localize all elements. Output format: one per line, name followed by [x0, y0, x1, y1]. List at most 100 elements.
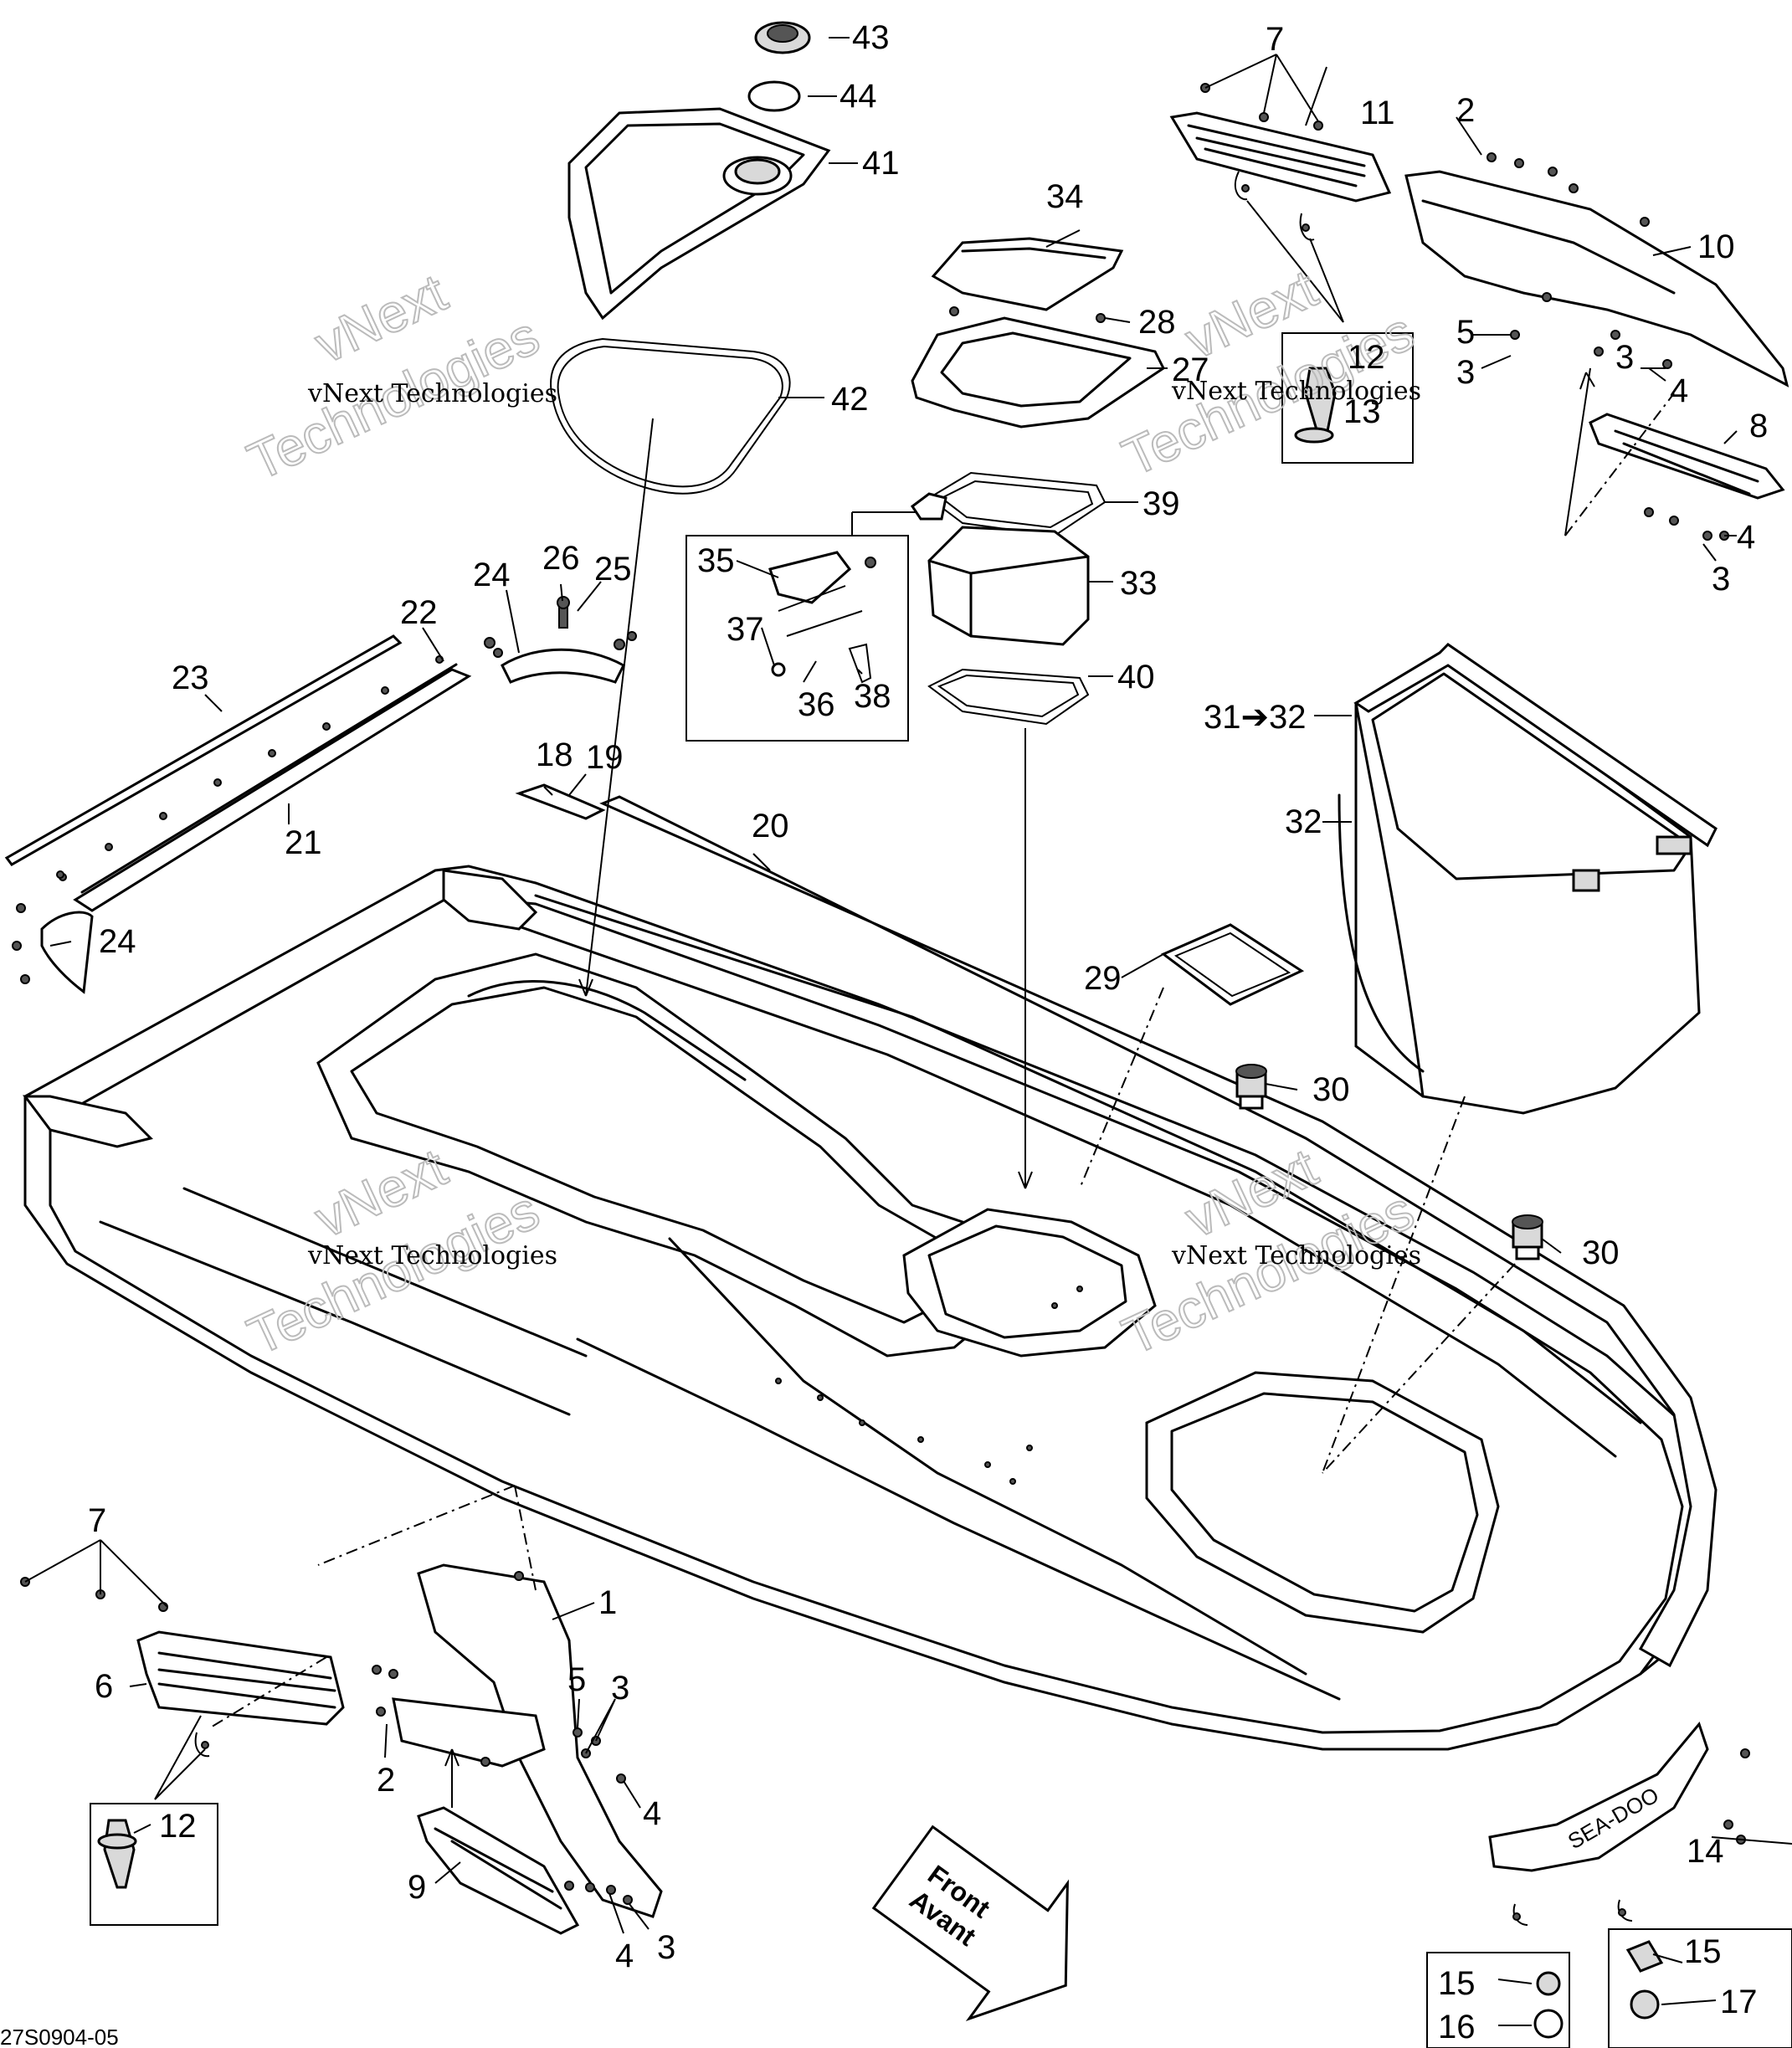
side-rail-21: [73, 663, 472, 912]
latch-35-group: [685, 492, 947, 742]
callout-24-side: 24: [99, 923, 136, 960]
callout-34: 34: [1046, 178, 1084, 215]
gasket-42: [550, 337, 791, 495]
bumper-24-top: [484, 596, 637, 684]
assembly-lines: [24, 37, 1792, 2026]
callout-6: 6: [95, 1668, 113, 1705]
clip-12-box-top: [1234, 171, 1414, 464]
callout-12-top: 12: [1348, 339, 1385, 376]
callout-15-right: 15: [1684, 1933, 1722, 1970]
bumper-24-side: [12, 870, 94, 994]
callout-42: 42: [831, 381, 869, 418]
callout-4-bottom-a: 4: [643, 1795, 661, 1832]
callout-20: 20: [752, 808, 789, 844]
callout-36: 36: [798, 686, 835, 723]
callout-3-top-c: 3: [1712, 561, 1730, 598]
callout-38: 38: [854, 678, 891, 715]
clip-12-box-bottom: [90, 1732, 218, 1926]
fastener-box-15-16: [1426, 1903, 1570, 2048]
fasteners-3-4-5-top: [1510, 292, 1729, 541]
vent-8: [1589, 413, 1785, 500]
lid-34: [931, 237, 1124, 311]
callout-28: 28: [1138, 304, 1176, 341]
svg-text:vNext Technologies: vNext Technologies: [1171, 1241, 1421, 1270]
callout-7-bottom: 7: [88, 1502, 106, 1539]
callout-18: 18: [536, 737, 573, 773]
callout-35: 35: [697, 542, 735, 579]
callout-12-bottom: 12: [159, 1808, 197, 1845]
svg-text:vNext Technologies: vNext Technologies: [307, 379, 557, 408]
callout-10: 10: [1697, 228, 1735, 265]
callout-23: 23: [172, 660, 209, 696]
callout-11: 11: [1360, 95, 1395, 131]
callout-9: 9: [408, 1869, 426, 1906]
callout-3-top-a: 3: [1456, 354, 1475, 391]
callout-17: 17: [1720, 1984, 1758, 2020]
callout-4-bottom-b: 4: [615, 1938, 634, 1974]
box-33: [927, 526, 1090, 646]
callout-39: 39: [1142, 485, 1180, 522]
callout-14: 14: [1687, 1833, 1724, 1870]
callout-3-bottom-a: 3: [611, 1670, 629, 1707]
callout-43: 43: [852, 19, 890, 56]
cap-43: [754, 21, 811, 54]
callout-2-bottom: 2: [377, 1762, 395, 1799]
callout-29: 29: [1084, 960, 1122, 997]
storage-bin-41: [567, 107, 831, 321]
callout-4-top-a: 4: [1670, 372, 1688, 409]
drain-plug-30-lower: [1512, 1214, 1543, 1260]
vent-grill-11: [1169, 111, 1392, 203]
rub-strip-20: [599, 795, 1718, 1668]
callout-22: 22: [400, 594, 438, 631]
callout-5-bottom: 5: [567, 1661, 586, 1698]
fasteners-3-4-5-bottom: [564, 1727, 633, 1905]
callout-40: 40: [1117, 659, 1155, 695]
callout-30-upper: 30: [1312, 1071, 1350, 1108]
callout-19: 19: [586, 739, 624, 776]
callout-30-lower: 30: [1582, 1234, 1620, 1271]
callout-labels: 43 44 41 42 34 28 27 39 33 40 35 37 36 3…: [88, 19, 1768, 2045]
callout-32: 32: [1285, 803, 1322, 840]
callout-26: 26: [542, 540, 580, 577]
callout-41: 41: [862, 145, 900, 182]
hull-deck: [23, 865, 1709, 1751]
frame-27: [911, 306, 1165, 429]
rivet-dots: [775, 1286, 1083, 1485]
vent-grill-6: [136, 1630, 345, 1726]
gasket-40: [927, 668, 1090, 726]
callout-7-top: 7: [1266, 21, 1284, 58]
callout-3-top-b: 3: [1615, 339, 1634, 376]
fastener-box-15-17: [1608, 1899, 1792, 2048]
rail-screws: [59, 655, 444, 881]
callout-4-top-b: 4: [1737, 519, 1755, 556]
callout-1: 1: [598, 1584, 617, 1621]
callout-15-left: 15: [1438, 1965, 1476, 2002]
svg-text:vNext Technologies: vNext Technologies: [307, 1241, 557, 1270]
rub-strip-18: [515, 783, 606, 820]
screws-7-top: [1200, 83, 1650, 227]
svg-text:vNext Technologies: vNext Technologies: [1171, 377, 1421, 406]
callout-21: 21: [285, 824, 322, 861]
callout-3-bottom-b: 3: [657, 1929, 675, 1966]
vent-9: [417, 1806, 580, 1935]
trim-23: [4, 634, 403, 866]
plug-44: [747, 80, 801, 112]
drain-plug-30-upper: [1235, 1064, 1267, 1110]
callout-37: 37: [727, 611, 764, 648]
front-direction-arrow: Front Avant: [871, 1825, 1069, 2022]
callout-16: 16: [1438, 2009, 1476, 2045]
callout-5-top: 5: [1456, 314, 1475, 351]
callout-31-32: 31➔32: [1204, 699, 1307, 736]
storage-bucket-32: [1338, 643, 1718, 1115]
callout-33: 33: [1120, 565, 1158, 602]
callout-27: 27: [1172, 352, 1209, 388]
side-cover-10: [1404, 170, 1789, 388]
callout-13: 13: [1343, 393, 1381, 430]
drawing-code: 27S0904-05: [0, 2025, 119, 2048]
callout-25: 25: [594, 551, 632, 588]
gasket-39: [927, 471, 1107, 537]
callout-24-top: 24: [473, 557, 511, 593]
callout-2-top: 2: [1456, 92, 1475, 129]
callout-8: 8: [1749, 408, 1768, 444]
